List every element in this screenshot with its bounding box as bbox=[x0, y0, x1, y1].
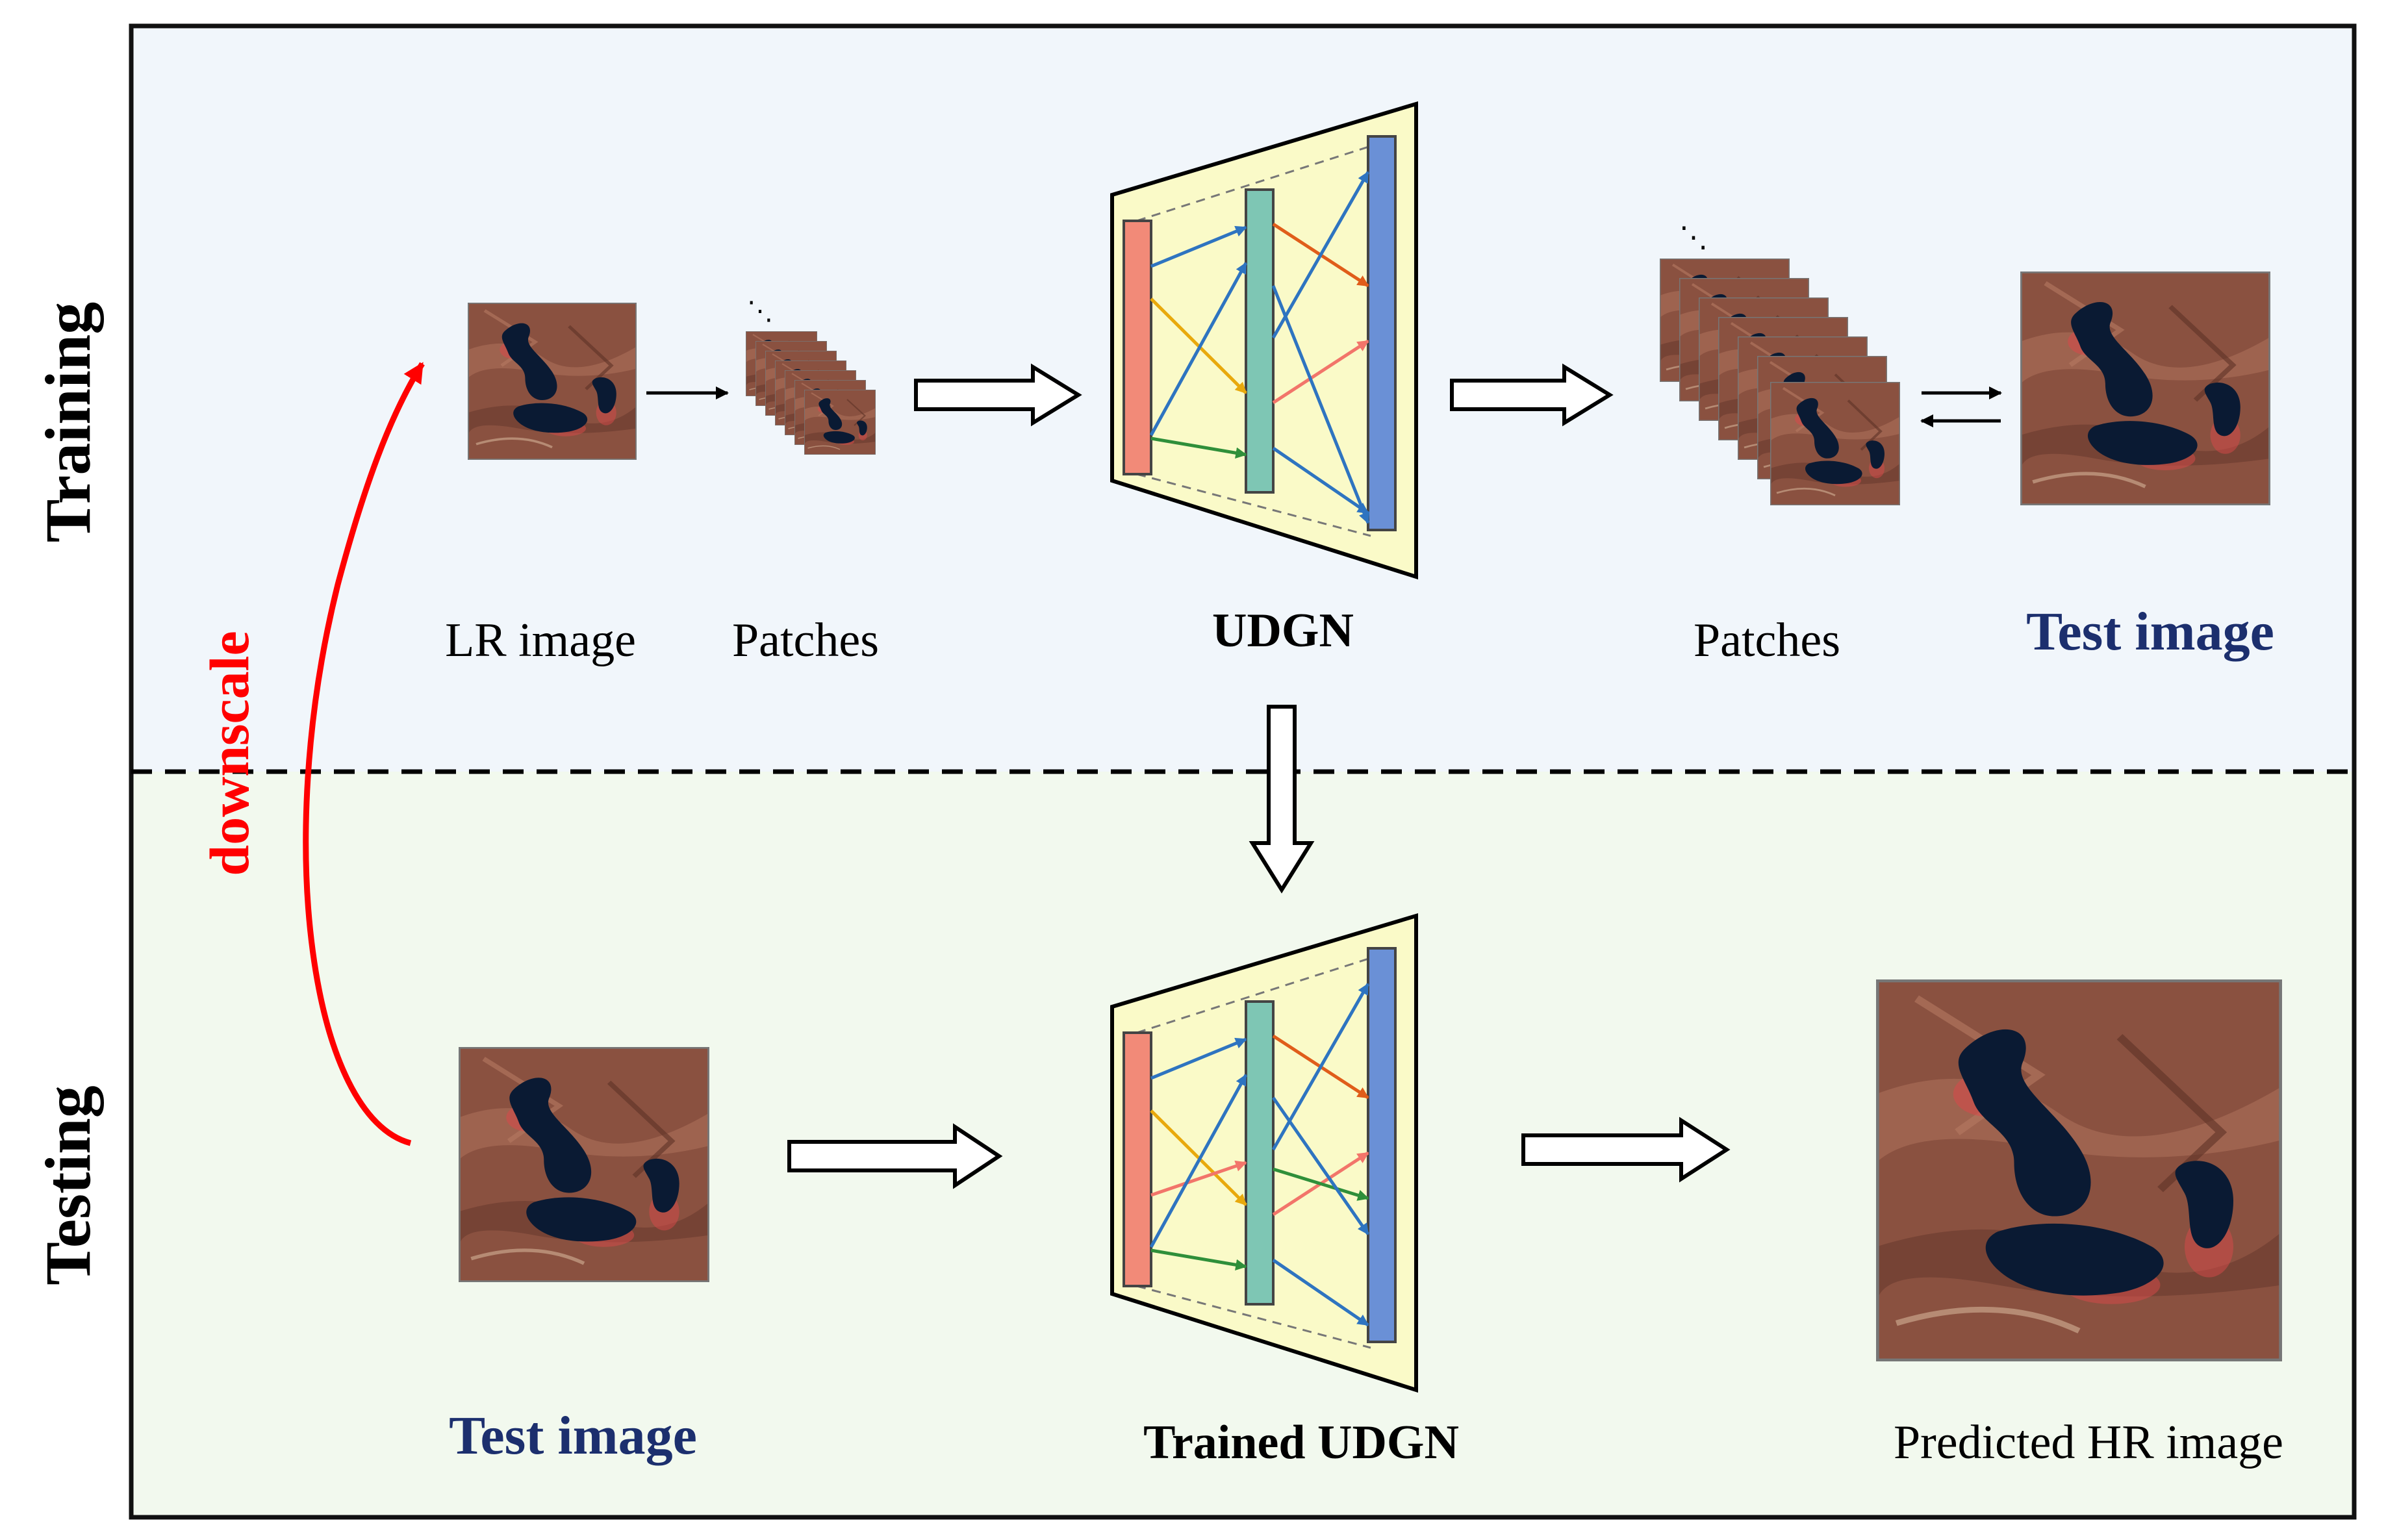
hollow-arrow-to-trained-udgn bbox=[787, 1123, 1003, 1189]
trained-udgn-label: Trained UDGN bbox=[1143, 1416, 1459, 1469]
lr-image bbox=[468, 303, 637, 460]
hollow-arrow-to-udgn bbox=[914, 363, 1082, 427]
svg-text:⋱: ⋱ bbox=[1679, 221, 1708, 253]
hollow-arrow-to-patches bbox=[1450, 363, 1614, 427]
downscale-label: downscale bbox=[198, 631, 260, 876]
training-section-label: Training bbox=[32, 302, 104, 542]
testing-section-label: Testing bbox=[32, 1085, 104, 1285]
trained-udgn-layer-1 bbox=[1123, 1031, 1152, 1287]
downscale-arrow bbox=[303, 362, 425, 1146]
testing-test-image-label: Test image bbox=[449, 1406, 697, 1466]
svg-text:⋱: ⋱ bbox=[747, 296, 773, 325]
udgn-layer-1 bbox=[1123, 220, 1152, 475]
udgn-label: UDGN bbox=[1212, 604, 1354, 657]
patch-stack-input: ⋱ bbox=[746, 296, 876, 455]
training-test-image bbox=[2020, 271, 2270, 505]
trained-udgn-network bbox=[1110, 913, 1418, 1393]
trained-udgn-layer-3 bbox=[1367, 947, 1397, 1343]
lr-image-label: LR image bbox=[445, 614, 636, 667]
patches-output-label: Patches bbox=[1694, 614, 1840, 667]
udgn-layer-3 bbox=[1367, 135, 1397, 531]
udgn-network bbox=[1110, 101, 1418, 580]
trained-udgn-layer-2 bbox=[1245, 1000, 1275, 1306]
patches-input-label: Patches bbox=[732, 614, 879, 667]
testing-test-image bbox=[459, 1047, 709, 1282]
training-test-image-label: Test image bbox=[2026, 601, 2274, 662]
predicted-hr-image bbox=[1876, 979, 2282, 1361]
predicted-hr-image-label: Predicted HR image bbox=[1894, 1416, 2283, 1469]
hollow-arrow-to-output bbox=[1521, 1117, 1731, 1183]
hollow-arrow-down bbox=[1249, 705, 1315, 894]
patch-stack-output: ⋱ bbox=[1660, 221, 1900, 505]
udgn-layer-2 bbox=[1245, 188, 1275, 494]
